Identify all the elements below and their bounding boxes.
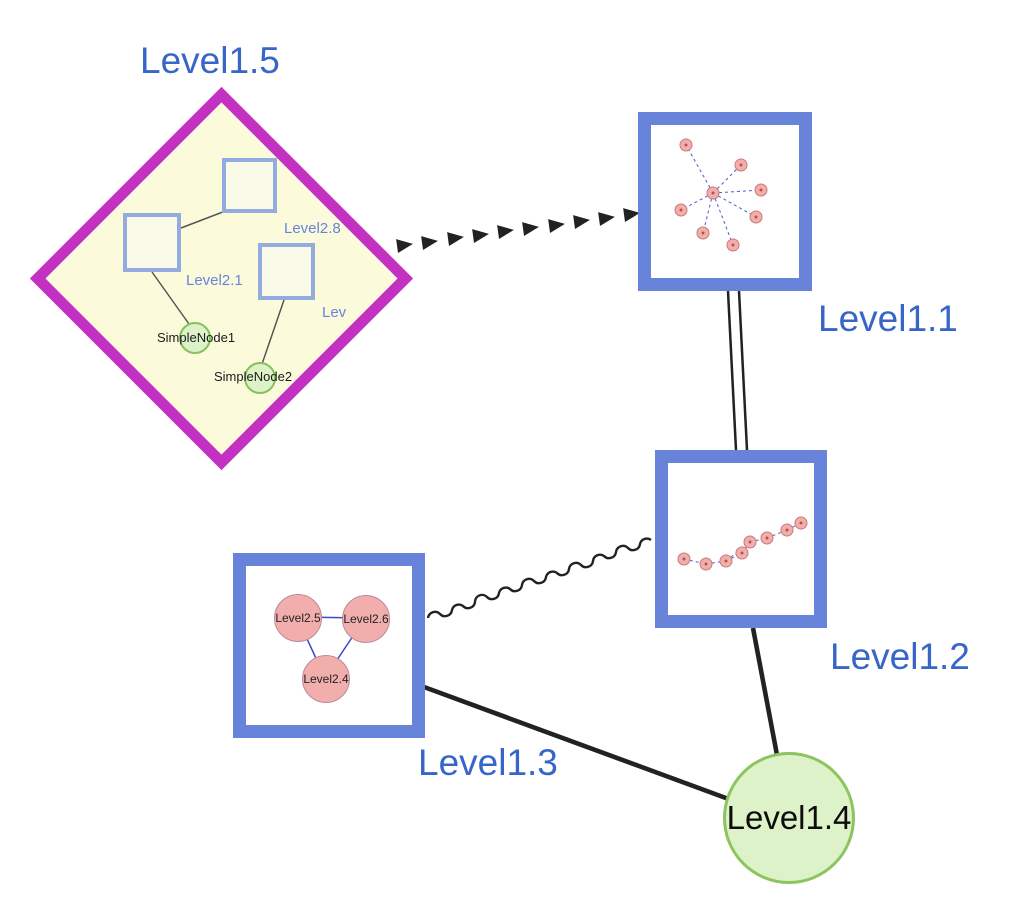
edge-level15-level11[interactable] <box>396 206 641 254</box>
label-lev: Lev <box>322 304 347 321</box>
edge-level13-level12[interactable] <box>426 537 652 619</box>
group-node-level2-1[interactable] <box>123 213 181 272</box>
label-simplenode2: SimpleNode2 <box>214 369 293 384</box>
edge-level21-simplenode1[interactable] <box>151 271 190 325</box>
label-level2-5: Level2.5 <box>275 611 321 625</box>
label-level1-4: Level1.4 <box>726 799 852 836</box>
edge-level12-level14[interactable] <box>750 627 780 756</box>
label-level1-1: Level1.1 <box>818 298 958 339</box>
group-node-level2-8[interactable] <box>222 158 277 213</box>
graph-node-small <box>677 516 808 571</box>
group-node-level1-1[interactable] <box>638 112 812 291</box>
label-level1-3: Level1.3 <box>418 742 558 783</box>
graph-node-level2-6[interactable]: Level2.6 <box>342 595 390 643</box>
label-level2-6: Level2.6 <box>343 612 389 626</box>
edge-level13-level14[interactable] <box>423 684 735 804</box>
group-node-level1-2[interactable] <box>655 450 827 628</box>
label-level2-4: Level2.4 <box>303 672 349 686</box>
graph-node-level2-5[interactable]: Level2.5 <box>274 594 322 642</box>
edge-lev-simplenode2[interactable] <box>261 299 285 365</box>
mini-graph-level1-2 <box>677 516 808 571</box>
group-node-lev[interactable] <box>258 243 315 300</box>
label-level2-8: Level2.8 <box>284 220 341 237</box>
node-level1-4[interactable]: Level1.4 <box>723 752 855 884</box>
label-level1-2: Level1.2 <box>830 636 970 677</box>
label-simplenode1: SimpleNode1 <box>157 330 236 345</box>
simple-node-2[interactable] <box>244 362 276 394</box>
group-node-level1-3[interactable]: Level2.5 Level2.6 Level2.4 <box>233 553 425 738</box>
edge-level11-level12[interactable] <box>726 290 749 451</box>
edge-level28-level21[interactable] <box>180 209 229 229</box>
simple-node-1[interactable] <box>179 322 211 354</box>
label-level1-5: Level1.5 <box>140 40 280 81</box>
label-level2-1: Level2.1 <box>186 272 243 289</box>
mini-graph-level1-1 <box>674 138 768 252</box>
graph-node-small <box>674 138 768 252</box>
graph-node-level2-4[interactable]: Level2.4 <box>302 655 350 703</box>
